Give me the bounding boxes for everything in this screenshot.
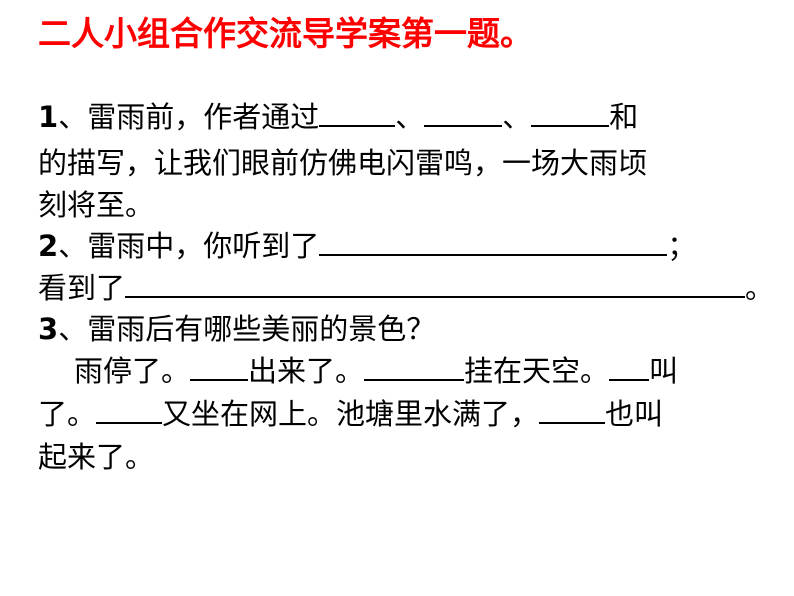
q1-text-end: 和	[609, 100, 639, 134]
q3-text-a: 、雷雨后有哪些美丽的景色？	[58, 312, 436, 346]
q3-text-rain-stop: 雨停了。	[74, 354, 191, 388]
q2-text-a: 、雷雨中，你听到了	[58, 229, 320, 263]
q2-text-saw: 看到了	[38, 271, 126, 305]
q3-text-call: 叫	[649, 354, 679, 388]
q1-line-2: 的描写，让我们眼前仿佛电闪雷鸣，一场大雨顷	[38, 146, 648, 180]
q3-text-le: 了。	[38, 397, 97, 431]
q3-text-sit-net: 又坐在网上。池塘里水满了，	[162, 397, 540, 431]
q3-line-2: 雨停了。 出来了。 挂在天空。 叫	[38, 353, 678, 389]
q1-number: 1	[38, 100, 59, 134]
q3-blank-2[interactable]	[364, 355, 465, 381]
page-title: 二人小组合作交流导学案第一题。	[38, 14, 533, 53]
q1-blank-2[interactable]	[424, 101, 503, 127]
q1-text-a: 、雷雨前，作者通过	[58, 100, 320, 134]
q3-blank-3[interactable]	[609, 355, 650, 381]
q1-sep-2: 、	[502, 100, 532, 134]
q3-blank-5[interactable]	[539, 398, 606, 424]
q3-text-hang-sky: 挂在天空。	[464, 354, 610, 388]
q3-line-3: 了。 又坐在网上。池塘里水满了， 也叫	[38, 396, 663, 432]
q2-number: 2	[38, 229, 59, 263]
q1-sep-1: 、	[395, 100, 425, 134]
q3-line-1: 3、雷雨后有哪些美丽的景色？	[38, 311, 435, 347]
q3-blank-4[interactable]	[96, 398, 163, 424]
q3-text-also-call: 也叫	[605, 397, 664, 431]
q2-line-1: 2、雷雨中，你听到了 ；	[38, 228, 696, 264]
q2-text-end: ；	[667, 229, 697, 263]
q3-text-came-out: 出来了。	[248, 354, 365, 388]
q1-blank-3[interactable]	[531, 101, 610, 127]
q1-line-1: 1、雷雨前，作者通过 、 、 和	[38, 99, 638, 135]
q3-line-4: 起来了。	[38, 440, 155, 474]
q2-text-end2: 。	[745, 271, 775, 305]
q3-blank-1[interactable]	[190, 355, 249, 381]
q2-blank-heard[interactable]	[319, 230, 668, 256]
q2-line-2: 看到了 。	[38, 270, 774, 306]
q3-number: 3	[38, 312, 59, 346]
q2-blank-saw[interactable]	[125, 272, 746, 298]
q1-blank-1[interactable]	[319, 101, 396, 127]
q1-line-3: 刻将至。	[38, 188, 155, 222]
